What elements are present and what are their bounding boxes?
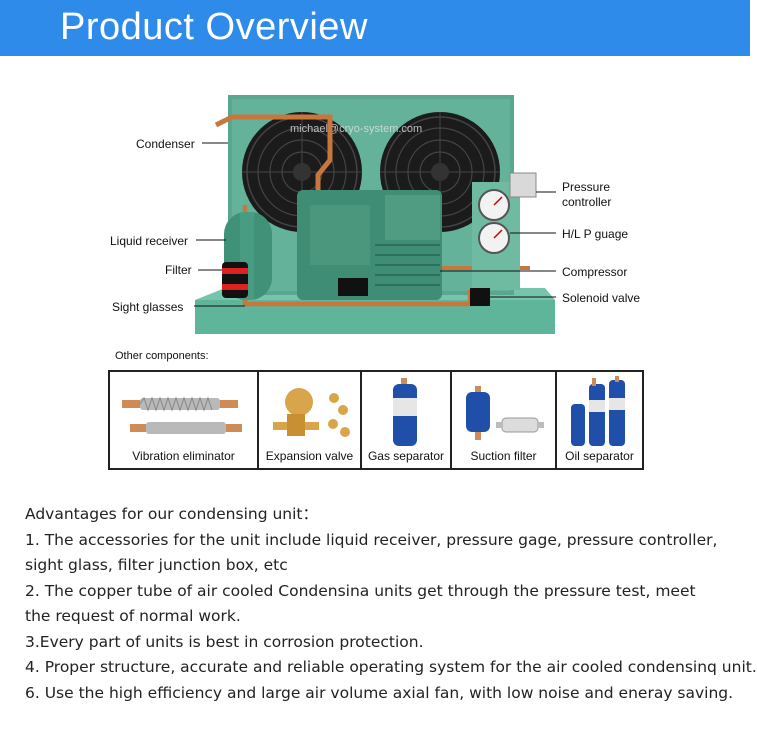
label-compressor: Compressor [562,265,628,279]
condensing-unit-illustration: michael@cryo-system.com [194,95,556,334]
label-solenoid-valve: Solenoid valve [562,291,641,305]
filter-icon [222,262,248,298]
advantage-line: 6. Use the high efficiency and large air… [25,683,734,702]
advantage-line: 1. The accessories for the unit include … [25,530,718,549]
components-table: Vibration eliminator Expansion valve Gas… [108,370,644,470]
flexible-hose-icon [122,396,242,434]
label-hl-gauge: H/L P guage [562,227,629,241]
component-name: Vibration eliminator [132,449,235,463]
gauge-panel-icon [472,172,537,290]
advantages-heading: Advantages for our condensing unit： [25,505,318,523]
expansion-valve-icon [273,388,350,437]
label-condenser: Condenser [136,137,195,151]
header-banner: Product Overview [0,0,750,56]
compressor-icon [297,190,442,300]
advantage-line: 3.Every part of units is best in corrosi… [25,632,424,651]
component-gas-separator: Gas separator [362,372,452,468]
advantage-line: 2. The copper tube of air cooled Condens… [25,581,696,600]
component-expansion-valve: Expansion valve [259,372,362,468]
component-name: Gas separator [367,449,445,463]
label-sight-glasses: Sight glasses [112,300,184,314]
other-components-heading: Other components: [115,350,209,362]
advantage-line: sight glass, filter junction box, etc [25,556,288,574]
advantage-line: 4. Proper structure, accurate and reliab… [25,658,757,676]
advantages-text: Advantages for our condensing unit： 1. T… [25,502,757,706]
gas-separator-icon [393,378,417,446]
svg-text:michael@cryo-system.com: michael@cryo-system.com [290,123,422,135]
page-title: Product Overview [60,6,368,48]
label-liquid-receiver: Liquid receiver [110,234,189,248]
label-pressure-controller-1: Pressure [562,180,611,194]
component-name: Oil separator [565,449,634,463]
component-name: Suction filter [470,449,537,463]
label-pressure-controller-2: controller [562,195,612,209]
component-vibration-eliminator: Vibration eliminator [110,372,259,468]
suction-filter-icon [466,386,544,440]
label-filter: Filter [165,263,192,277]
advantage-line: the request of normal work. [25,607,241,625]
component-name: Expansion valve [265,449,354,463]
component-oil-separator: Oil separator [557,372,642,468]
component-suction-filter: Suction filter [452,372,557,468]
solenoid-valve-icon [470,288,490,306]
oil-separator-icon [571,376,625,446]
